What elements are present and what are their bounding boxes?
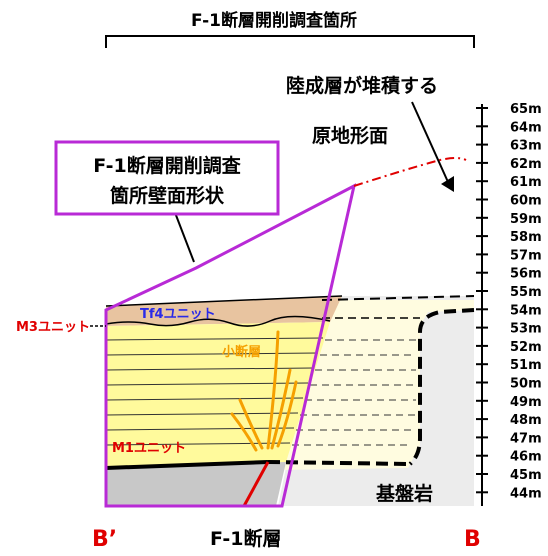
scale-label: 46m [510,450,542,465]
scale-label: 49m [510,395,542,410]
scale-label: 64m [510,120,542,135]
bedrock-region [106,462,286,506]
wall-box-line1: F-1断層開削調査 [93,154,242,177]
wall-shape-label-box [54,140,280,216]
scale-label: 57m [510,248,542,263]
m-unit-region [106,322,330,468]
title-bracket [105,35,475,48]
strata-lines [105,337,324,446]
elevation-scale: 65m 64m 63m 62m 61m 60m 59m 58m 57m 56m 55m 54m 53m 5… [476,102,542,501]
box-callout-line [173,209,195,263]
scale-label: 61m [510,175,542,190]
scale-label: 58m [510,230,542,245]
fault-label: F-1断層 [210,527,282,550]
scale-label: 63m [510,139,542,154]
scale-label: 62m [510,157,542,172]
diagram-title: F-1断層開削調査箇所 [191,10,357,31]
b-prime-label: B’ [92,527,117,552]
scale-label: 60m [510,194,542,209]
small-faults [230,330,298,452]
bedrock-boundary-dashed [408,308,475,466]
deposit-arrow-head [441,176,454,192]
tf4-m3-boundary [105,315,331,327]
scale-label: 56m [510,267,542,282]
scale-label: 54m [510,303,542,318]
m1-label: M1ユニット [112,441,186,456]
scale-label: 65m [510,102,542,117]
scale-label: 59m [510,212,542,227]
deposit-arrow-shaft [411,101,449,183]
tf4-label: Tf4ユニット [140,307,216,322]
deposit-label: 陸成層が堆積する [286,74,438,97]
scale-label: 48m [510,413,542,428]
original-ground-label: 原地形面 [312,124,388,147]
scale-label: 50m [510,377,542,392]
scale-label: 55m [510,285,542,300]
scale-label: 53m [510,322,542,337]
surface-line-dashed [321,295,475,301]
b-label: B [464,527,481,552]
scale-label: 47m [510,431,542,446]
f1-fault-line [242,461,270,507]
wall-top-edge [105,295,343,307]
bedrock-label: 基盤岩 [375,482,433,505]
m1-base-line [105,460,269,470]
scale-label: 52m [510,340,542,355]
original-ground-line [353,157,467,187]
excavation-wall-outline [104,183,357,508]
scale-label: 44m [510,486,542,501]
m3-label: M3ユニット [16,320,90,335]
wall-box-line2: 箇所壁面形状 [110,184,225,207]
strata-lines-dashed [292,339,416,446]
small-fault-label: 小断層 [222,344,261,360]
scale-label: 45m [510,468,542,483]
scale-label: 51m [510,358,542,373]
